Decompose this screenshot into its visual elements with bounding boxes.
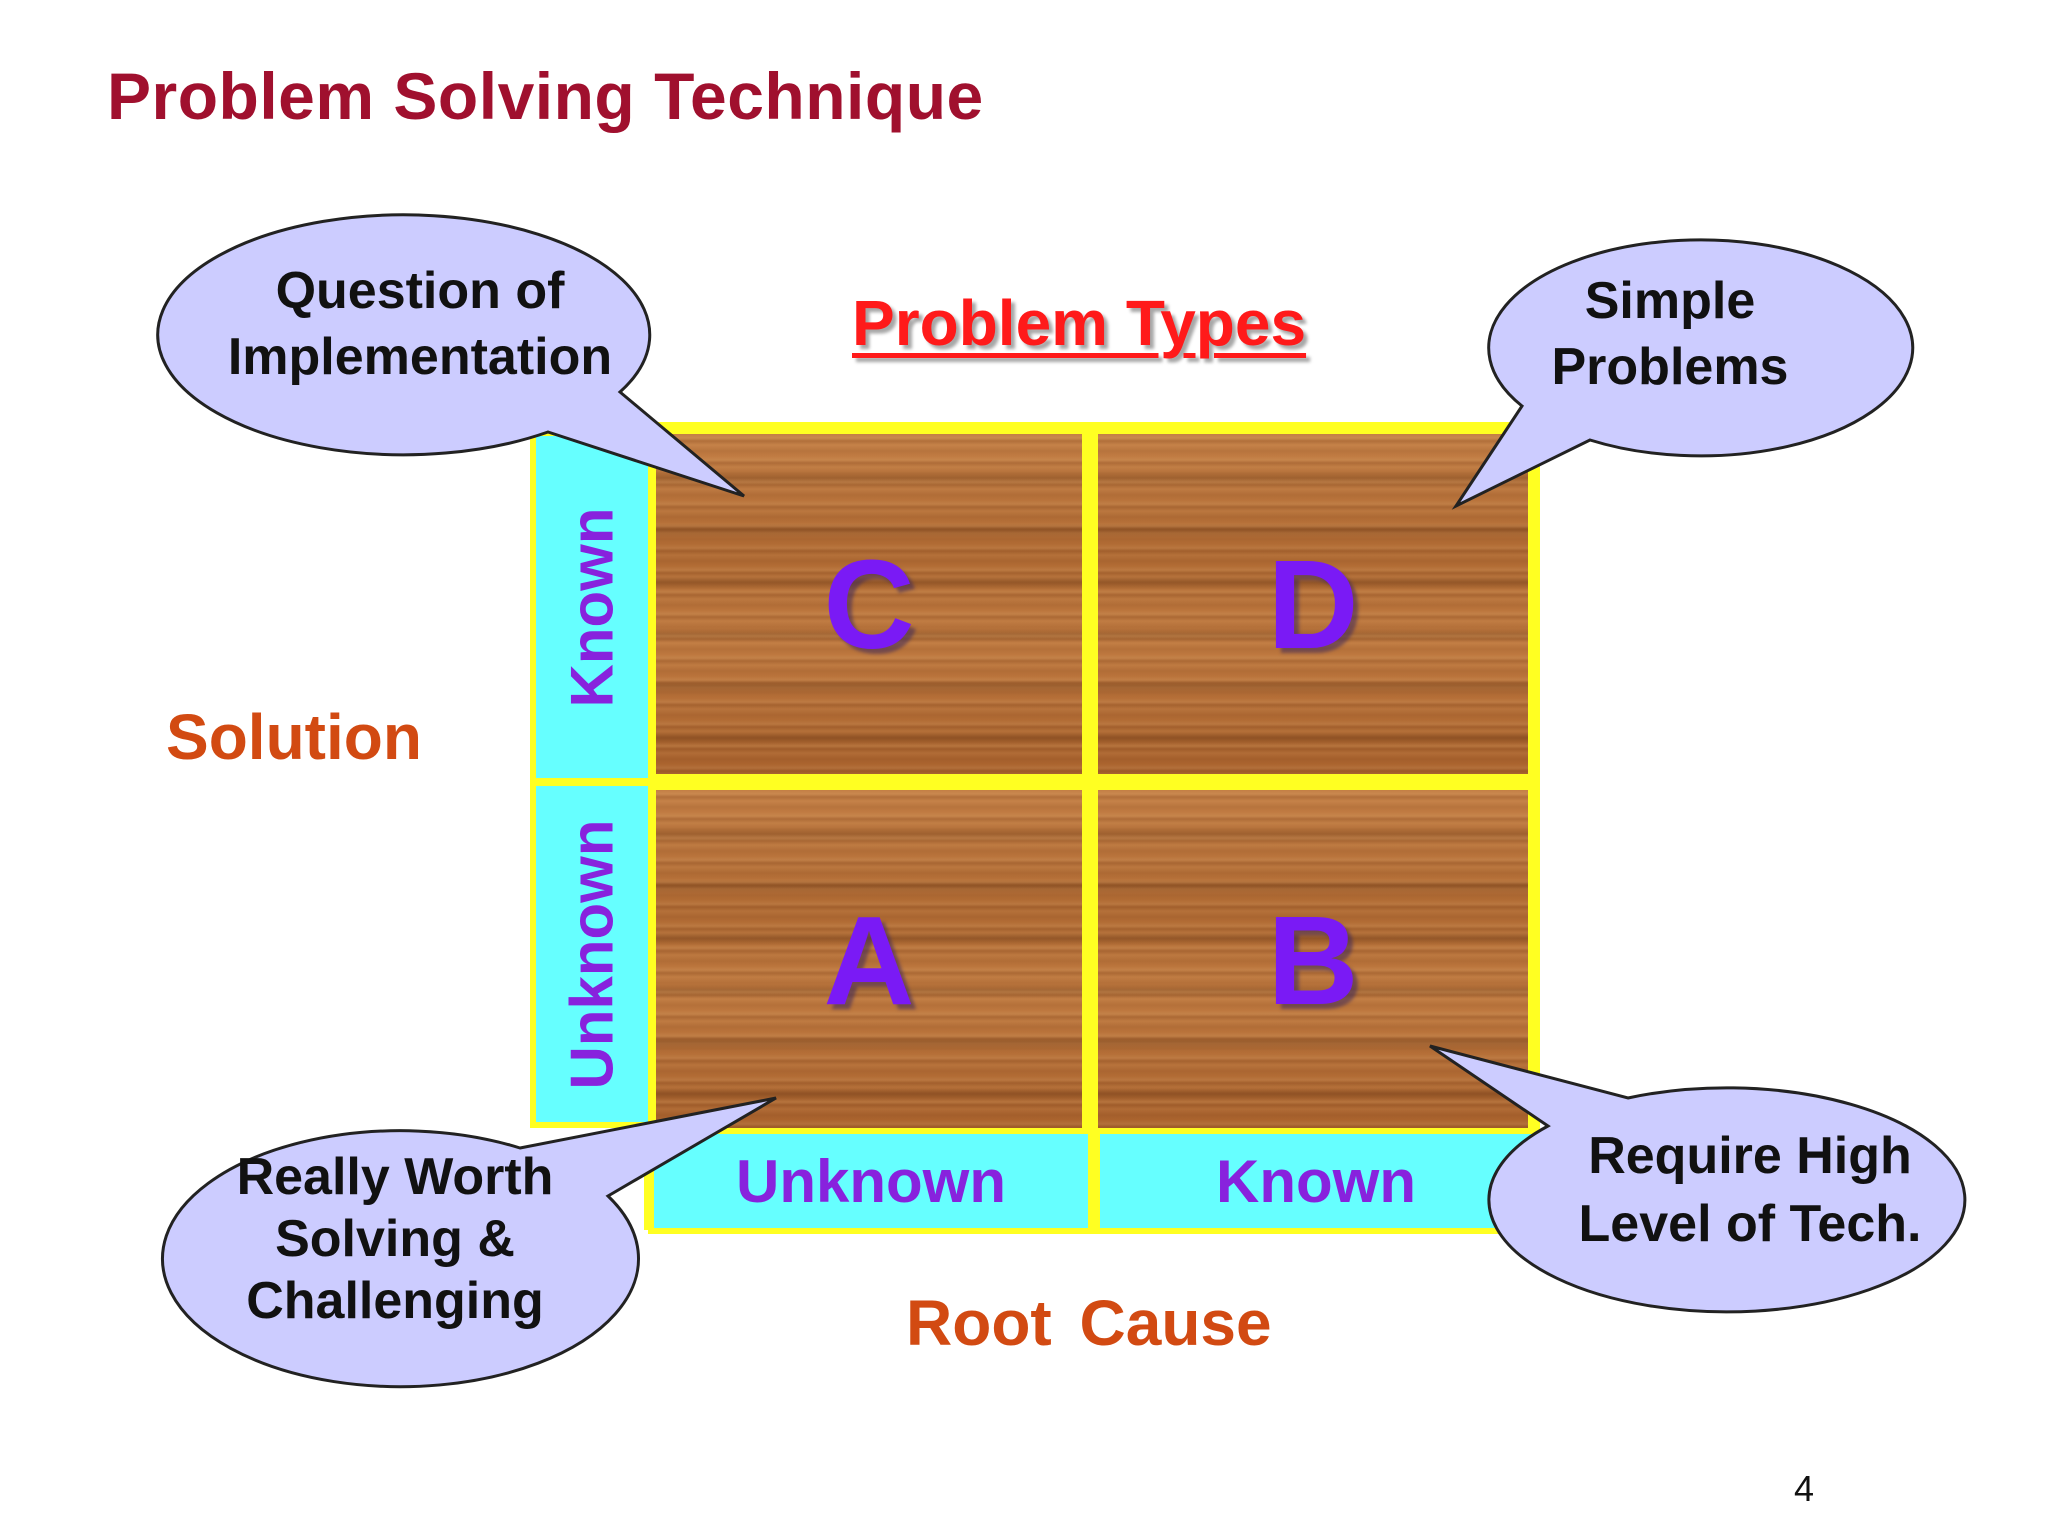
row-label-known: Known bbox=[530, 430, 654, 784]
callout-simple-line-1: Simple bbox=[1584, 272, 1756, 330]
callout-bubble-worth-solving bbox=[161, 1096, 777, 1389]
callout-high-tech-text: Require High Level of Tech. bbox=[1520, 1122, 1980, 1258]
cell-letter-b: B bbox=[1267, 889, 1359, 1031]
callout-implementation-line-1: Question of bbox=[275, 262, 565, 320]
callout-worth-solving-line-2: Solving & bbox=[275, 1210, 515, 1268]
cell-letter-a: A bbox=[823, 889, 915, 1031]
callout-high-tech-line-2: Level of Tech. bbox=[1578, 1195, 1922, 1253]
callout-simple-line-2: Problems bbox=[1551, 338, 1789, 396]
column-label-unknown: Unknown bbox=[648, 1128, 1094, 1234]
y-axis-label: Solution bbox=[166, 701, 422, 773]
callout-implementation-text: Question of Implementation bbox=[200, 258, 640, 390]
diagram-heading: Problem Types bbox=[852, 287, 1307, 359]
callout-high-tech-line-1: Require High bbox=[1588, 1127, 1912, 1185]
x-axis-label: Root Cause bbox=[906, 1287, 1272, 1359]
row-label-unknown: Unknown bbox=[530, 780, 654, 1128]
callout-implementation-line-2: Implementation bbox=[227, 328, 613, 386]
cell-a: A bbox=[656, 790, 1082, 1130]
cell-d: D bbox=[1098, 434, 1528, 774]
callout-bubble-high-tech bbox=[1429, 1044, 1967, 1314]
callout-bubble-simple bbox=[1451, 238, 1915, 510]
callout-worth-solving-line-3: Challenging bbox=[246, 1272, 544, 1330]
callout-worth-solving-line-1: Really Worth bbox=[236, 1148, 554, 1206]
column-label-known: Known bbox=[1094, 1128, 1538, 1234]
cell-letter-d: D bbox=[1267, 533, 1359, 675]
slide-title: Problem Solving Technique bbox=[107, 59, 984, 133]
cell-letter-c: C bbox=[823, 533, 915, 675]
cell-b: B bbox=[1098, 790, 1528, 1130]
callout-bubble-implementation bbox=[156, 213, 745, 498]
page-number: 4 bbox=[1794, 1468, 1815, 1509]
callout-worth-solving-text: Really Worth Solving & Challenging bbox=[170, 1146, 620, 1332]
callout-simple-text: Simple Problems bbox=[1500, 268, 1840, 400]
